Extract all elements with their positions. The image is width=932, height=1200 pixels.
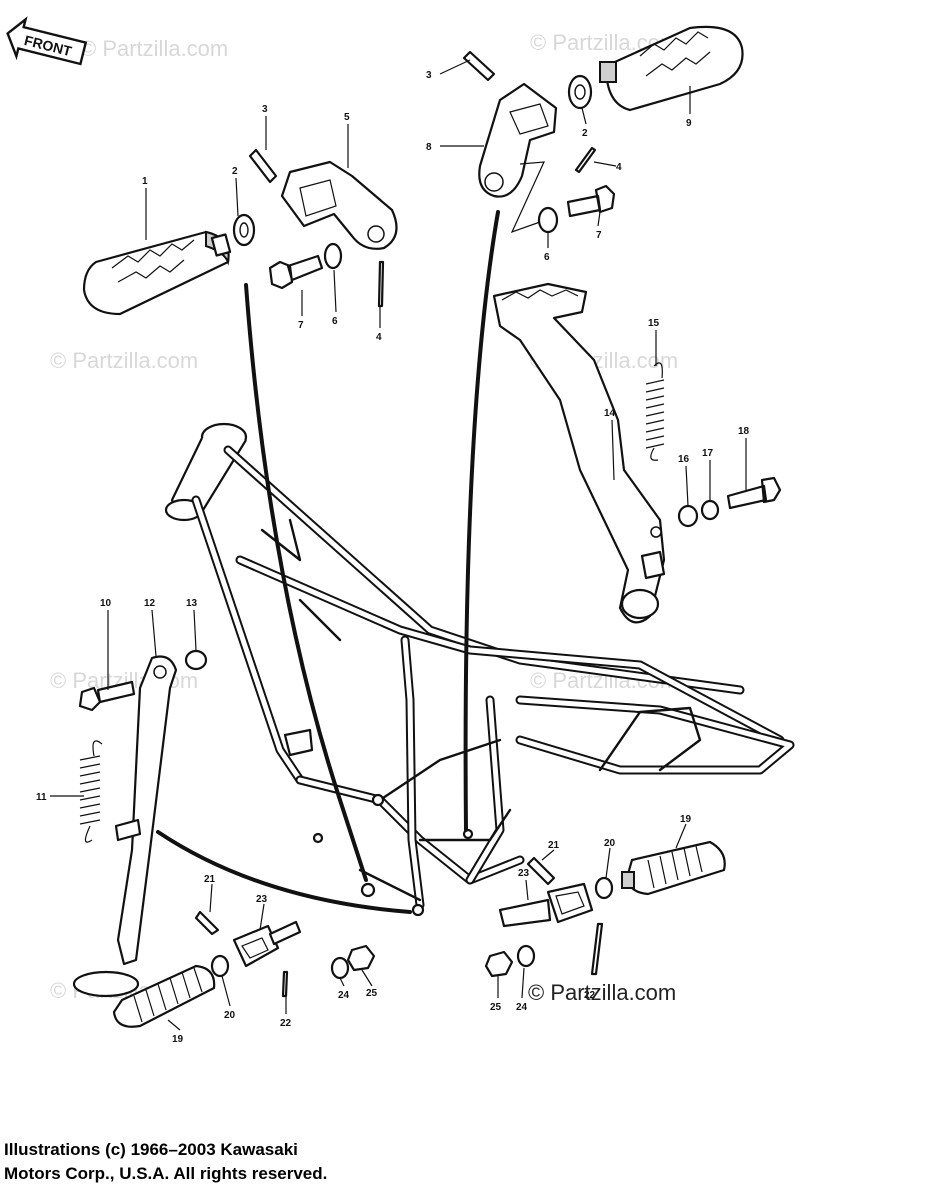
callout-2-right: 2 — [582, 128, 588, 139]
pin-3-right — [462, 50, 496, 82]
callout-7-left: 7 — [298, 320, 304, 331]
callout-20-right: 20 — [604, 838, 616, 849]
callout-10: 10 — [100, 598, 112, 609]
washer-20-left — [210, 954, 230, 978]
pin-3-left — [248, 148, 278, 184]
washer-24-right — [516, 944, 536, 968]
callout-19-right: 19 — [680, 814, 692, 825]
nut-25-right — [484, 950, 514, 978]
copyright-line-1: Illustrations (c) 1966–2003 Kawasaki — [4, 1140, 298, 1159]
passenger-footrest-rubber-19-left — [112, 964, 216, 1028]
leader-lines — [50, 59, 747, 1031]
callout-25-right: 25 — [490, 1002, 502, 1013]
bolt-18 — [726, 476, 782, 510]
callout-4-left: 4 — [376, 332, 382, 343]
callout-3-right: 3 — [426, 70, 432, 81]
callout-2-left: 2 — [232, 166, 238, 177]
callout-6-left: 6 — [332, 316, 338, 327]
pin-21-left — [194, 910, 220, 936]
callout-23-right: 23 — [518, 868, 530, 879]
callout-labels: 1 2 3 5 7 6 4 3 8 2 9 4 7 6 15 14 16 17 … — [36, 70, 750, 1045]
brake-return-spring-15 — [645, 362, 665, 461]
callout-9: 9 — [686, 118, 692, 129]
callout-7-right: 7 — [596, 230, 602, 241]
callout-5: 5 — [344, 112, 350, 123]
pin-21-right — [526, 856, 556, 886]
locating-arrow-right-footrest — [463, 210, 500, 832]
callout-24-right: 24 — [516, 1002, 528, 1013]
copyright-line-2: Motors Corp., U.S.A. All rights reserved… — [4, 1164, 328, 1183]
callout-18: 18 — [738, 426, 750, 437]
side-stand-12 — [72, 655, 178, 998]
callout-25-left: 25 — [366, 988, 378, 999]
brake-pedal-14 — [492, 282, 666, 624]
washer-24-left — [330, 956, 350, 980]
footrest-bracket-8 — [478, 82, 558, 234]
watermark-1: © Partzilla.com — [80, 36, 228, 61]
bolt-7-left — [268, 254, 324, 290]
callout-3-left: 3 — [262, 104, 268, 115]
washer-6-left — [323, 242, 343, 270]
callout-19-left: 19 — [172, 1034, 184, 1045]
washer-16 — [677, 504, 699, 528]
copyright-notice: Illustrations (c) 1966–2003 Kawasaki Mot… — [4, 1138, 604, 1186]
callout-21-right: 21 — [548, 840, 560, 851]
callout-11: 11 — [36, 792, 47, 803]
locating-arrow-left-footrest — [244, 283, 368, 882]
nut-13 — [184, 649, 208, 671]
callout-17: 17 — [702, 448, 714, 459]
side-stand-spring-11 — [79, 740, 103, 843]
callout-16: 16 — [678, 454, 690, 465]
cotter-pin-22-right — [590, 922, 604, 976]
callout-24-left: 24 — [338, 990, 350, 1001]
front-arrow-icon: FRONT — [6, 16, 88, 66]
passenger-footrest-bracket-23-left — [232, 920, 302, 968]
footrest-rubber-1 — [82, 230, 232, 316]
watermark-3: © Partzilla.com — [50, 348, 198, 373]
passenger-footrest-rubber-19-right — [621, 840, 726, 896]
cotter-pin-22-left — [281, 970, 289, 998]
footrest-bracket-5 — [280, 160, 398, 250]
callout-22-right: 22 — [584, 990, 596, 1001]
bolt-7-right — [566, 184, 616, 218]
washer-20-right — [594, 876, 614, 900]
cotter-pin-4-left — [377, 260, 385, 308]
washer-17 — [700, 499, 720, 521]
locating-arrow-stand — [156, 830, 412, 914]
callout-6-right: 6 — [544, 252, 550, 263]
cotter-pin-4-right — [574, 146, 597, 174]
washer-6-right — [537, 206, 559, 234]
callout-14: 14 — [604, 408, 616, 419]
callout-1: 1 — [142, 176, 148, 187]
callout-23-left: 23 — [256, 894, 268, 905]
callout-15: 15 — [648, 318, 660, 329]
callout-4-right: 4 — [616, 162, 622, 173]
callout-12: 12 — [144, 598, 156, 609]
footrest-rubber-9 — [599, 25, 744, 112]
brand-mark: © Partzilla.com — [528, 980, 677, 1005]
callout-13: 13 — [186, 598, 198, 609]
nut-25-left — [346, 944, 376, 972]
frame — [164, 422, 795, 917]
bolt-10 — [78, 680, 136, 712]
callout-8: 8 — [426, 142, 432, 153]
passenger-footrest-bracket-23-right — [498, 882, 594, 928]
callout-22-left: 22 — [280, 1018, 292, 1029]
callout-20-left: 20 — [224, 1010, 236, 1021]
callout-21-left: 21 — [204, 874, 216, 885]
